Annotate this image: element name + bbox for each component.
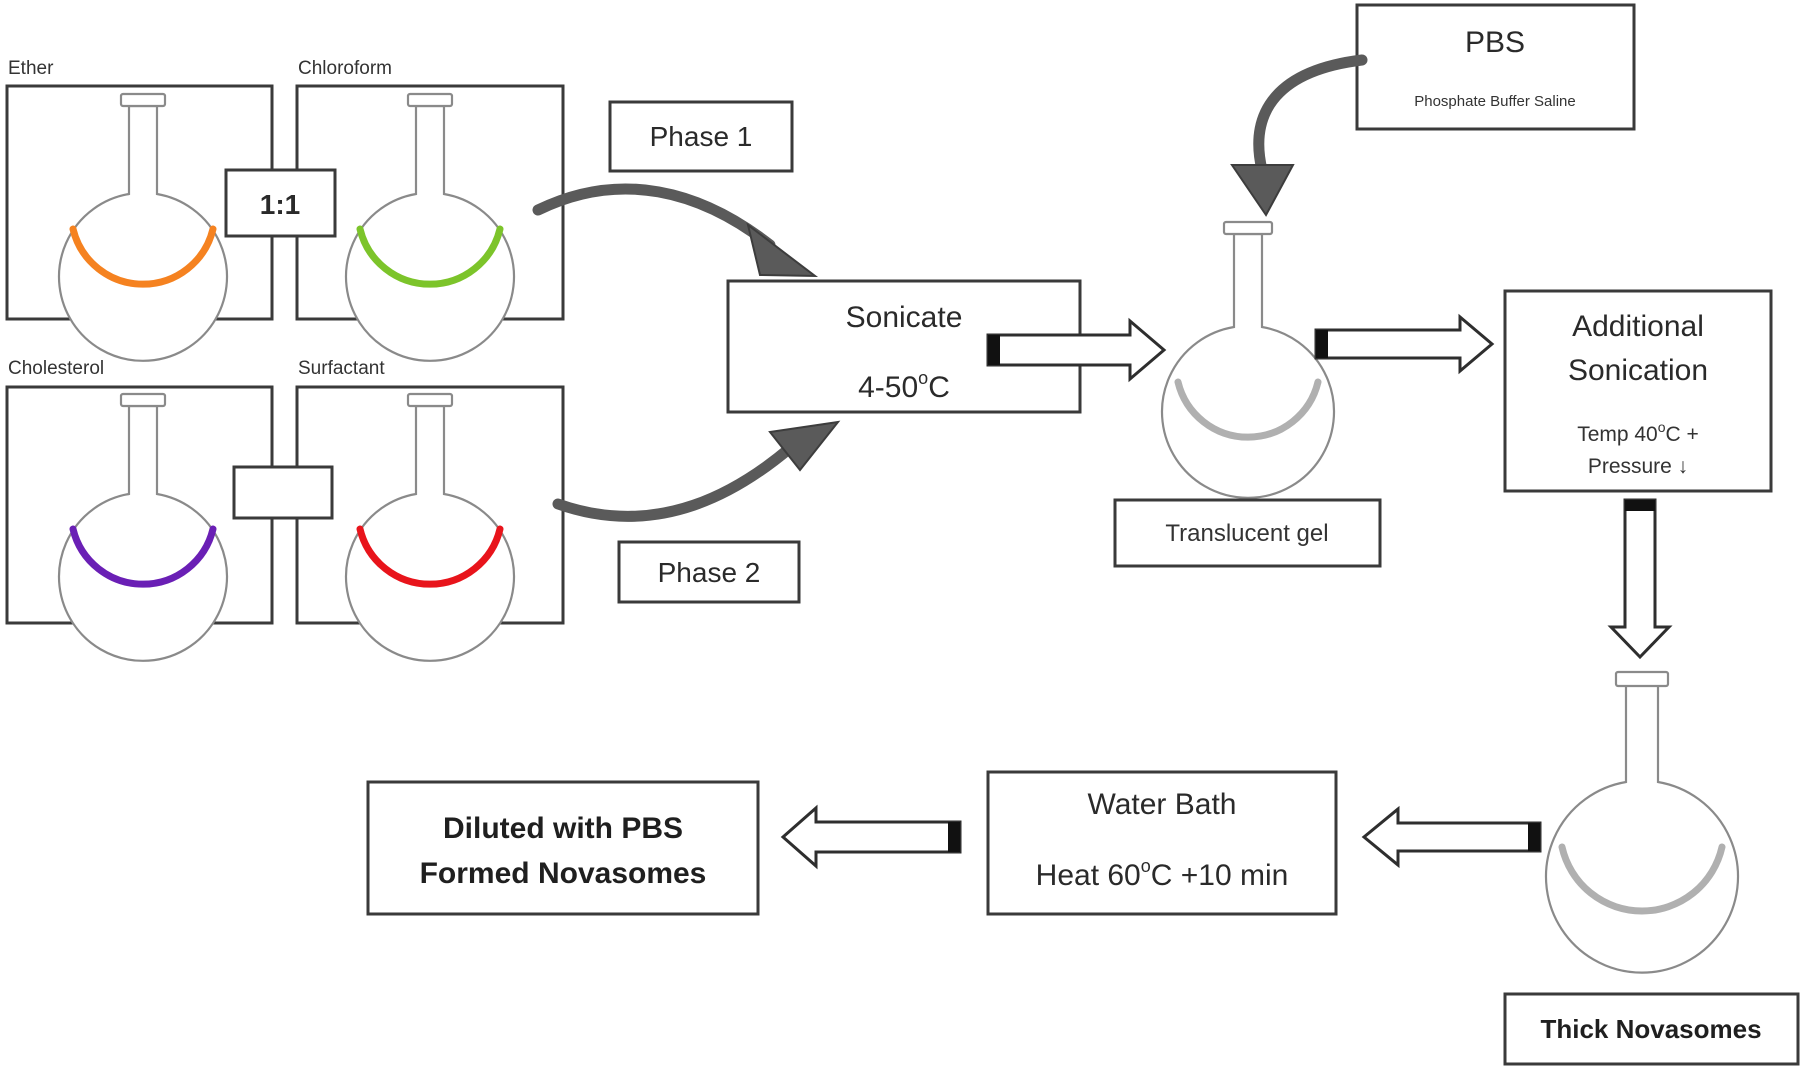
cholesterol-flask-icon — [57, 392, 229, 662]
thick-novasomes-liquid — [1558, 843, 1726, 915]
additional-sonication-temp: Temp 40oC + — [1577, 419, 1699, 446]
phase2-label: Phase 2 — [658, 557, 761, 588]
thick-novasomes-box — [1503, 992, 1800, 1066]
chloroform-panel: Chloroform — [295, 58, 565, 362]
cholesterol-liquid — [69, 525, 217, 588]
pbs-title: PBS — [1465, 26, 1525, 59]
surfactant-label: Surfactant — [298, 358, 385, 379]
chloroform-label: Chloroform — [298, 58, 392, 79]
arrow-down-to-thick-novasomes — [1607, 498, 1673, 660]
phase1-label: Phase 1 — [650, 121, 753, 152]
ratio-label: 1:1 — [260, 189, 300, 220]
chloroform-liquid — [356, 225, 504, 288]
water-bath-title: Water Bath — [1088, 788, 1237, 821]
pbs-curved-arrow — [1230, 54, 1368, 217]
additional-sonication-pressure: Pressure ↓ — [1588, 455, 1688, 478]
phase2-box — [617, 540, 801, 604]
phase2-curved-arrow — [552, 420, 841, 522]
thick-novasomes-flask-icon — [1544, 670, 1740, 974]
translucent-gel-label: Translucent gel — [1165, 520, 1328, 547]
translucent-gel-flask-icon — [1160, 220, 1336, 499]
ether-liquid — [69, 225, 217, 288]
surfactant-panel: Surfactant — [295, 358, 565, 662]
translucent-gel-box — [1113, 498, 1382, 568]
additional-sonication-line1: Additional — [1572, 310, 1704, 343]
additional-sonication-box — [1503, 289, 1773, 493]
ratio-box — [224, 168, 337, 238]
cholesterol-panel: Cholesterol — [5, 358, 274, 662]
water-bath-heat: Heat 60oC +10 min — [1036, 856, 1289, 892]
final-line2: Formed Novasomes — [420, 857, 707, 890]
blank-connector-box — [232, 465, 334, 520]
thick-novasomes-label: Thick Novasomes — [1540, 1014, 1761, 1044]
arrow-to-additional-sonication — [1314, 313, 1495, 375]
cholesterol-label: Cholesterol — [8, 358, 104, 379]
ether-flask-icon — [57, 92, 229, 362]
arrow-to-water-bath — [1361, 805, 1542, 869]
arrow-to-translucent-gel — [986, 317, 1167, 383]
final-line1: Diluted with PBS — [443, 812, 683, 845]
pbs-box — [1355, 3, 1636, 131]
final-box — [366, 780, 760, 916]
additional-sonication-line2: Sonication — [1568, 354, 1708, 387]
water-bath-box — [986, 770, 1338, 916]
arrow-to-final — [780, 804, 962, 870]
surfactant-liquid — [356, 525, 504, 588]
phase1-curved-arrow — [532, 183, 819, 278]
surfactant-flask-icon — [344, 392, 516, 662]
chloroform-flask-icon — [344, 92, 516, 362]
ether-label: Ether — [8, 58, 54, 79]
phase1-box — [608, 100, 794, 173]
gel-liquid — [1174, 378, 1322, 441]
pbs-subtitle: Phosphate Buffer Saline — [1414, 93, 1576, 110]
sonicate-temperature: 4-50oC — [858, 368, 950, 404]
sonicate-title: Sonicate — [846, 301, 963, 334]
